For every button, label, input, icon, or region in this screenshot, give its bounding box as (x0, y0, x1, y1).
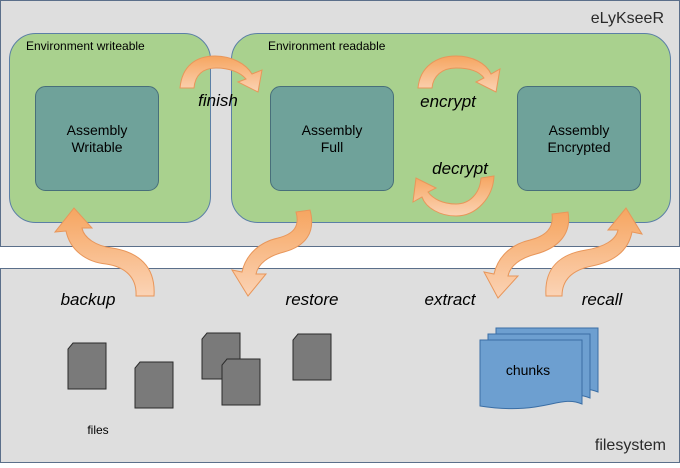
file-icon (221, 358, 261, 406)
app-title: eLyKseeR (591, 10, 664, 27)
chunks-label: chunks (506, 362, 550, 378)
recall-label: recall (582, 290, 624, 309)
extract-label: extract (424, 290, 476, 309)
filesystem-label: filesystem (595, 437, 666, 454)
assembly-full-line1: Assembly (302, 122, 363, 138)
encrypt-arrow (417, 55, 501, 93)
assembly-writable-line2: Writable (71, 139, 122, 155)
backup-arrow (53, 207, 155, 297)
environment-writeable-label: Environment writeable (26, 39, 145, 53)
decrypt-label: decrypt (432, 159, 489, 178)
assembly-writable[interactable]: Assembly Writable (35, 86, 159, 191)
decrypt-arrow (412, 175, 495, 217)
restore-arrow (230, 209, 313, 297)
finish-label: finish (198, 91, 238, 110)
file-icon (292, 333, 332, 381)
assembly-encrypted[interactable]: Assembly Encrypted (517, 86, 641, 191)
backup-label: backup (61, 290, 116, 309)
assembly-encrypted-line1: Assembly (549, 122, 610, 138)
encrypt-label: encrypt (420, 92, 477, 111)
chunks-stack (479, 327, 599, 410)
restore-label: restore (286, 290, 339, 309)
environment-readable-label: Environment readable (268, 39, 386, 53)
files-label: files (87, 423, 108, 437)
assembly-full-line2: Full (321, 139, 344, 155)
file-icon (134, 361, 174, 409)
files-group (67, 332, 332, 409)
finish-arrow (179, 55, 263, 93)
recall-arrow (545, 207, 644, 297)
file-icon (67, 342, 107, 390)
assembly-writable-line1: Assembly (67, 122, 128, 138)
assembly-encrypted-line2: Encrypted (547, 139, 610, 155)
extract-arrow (483, 211, 570, 299)
assembly-full[interactable]: Assembly Full (270, 86, 394, 191)
